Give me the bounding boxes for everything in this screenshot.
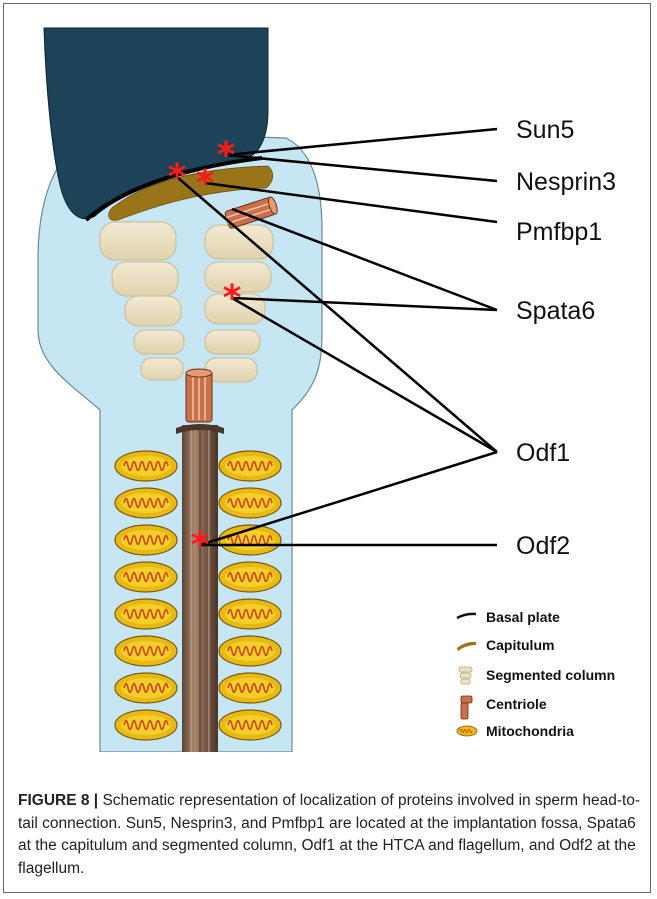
label-odf1: Odf1 xyxy=(516,439,570,467)
distal-centriole xyxy=(186,369,212,422)
marker-odf1-head: * xyxy=(168,157,187,198)
segmented-column-legend-icon xyxy=(459,667,472,684)
mitochondria-legend-icon xyxy=(457,726,477,736)
flagellum xyxy=(176,424,224,755)
legend-label-segmented-column: Segmented column xyxy=(486,667,615,683)
marker-odf2-odf1: * xyxy=(191,525,210,566)
legend: Basal plate Capitulum Segmented column C… xyxy=(457,609,615,739)
htca-diagram: * * * * * Sun5 Nesprin3 Pmfbp1 Spata6 Od… xyxy=(0,0,657,780)
marker-pmfbp1: * xyxy=(196,163,215,204)
figure-caption: FIGURE 8 | Schematic representation of l… xyxy=(18,790,643,880)
legend-label-capitulum: Capitulum xyxy=(486,637,554,653)
capitulum-legend-icon xyxy=(457,642,476,651)
svg-text:*: * xyxy=(191,525,210,566)
caption-label: FIGURE 8 | xyxy=(18,792,98,809)
label-odf2: Odf2 xyxy=(516,532,570,560)
svg-text:*: * xyxy=(223,278,242,319)
basal-plate-legend-icon xyxy=(457,614,476,618)
legend-label-basal-plate: Basal plate xyxy=(486,609,560,625)
label-spata6: Spata6 xyxy=(516,297,595,325)
label-nesprin3: Nesprin3 xyxy=(516,168,616,196)
marker-spata6-odf1: * xyxy=(223,278,242,319)
caption-text: Schematic representation of localization… xyxy=(18,792,640,877)
svg-text:*: * xyxy=(168,157,187,198)
legend-label-centriole: Centriole xyxy=(486,696,547,712)
legend-label-mitochondria: Mitochondria xyxy=(486,723,574,739)
centriole-legend-icon xyxy=(461,696,472,719)
cytoplasm-region xyxy=(38,132,322,752)
label-sun5: Sun5 xyxy=(516,116,574,144)
svg-text:*: * xyxy=(217,135,236,176)
marker-sun5-nesprin3: * xyxy=(217,135,236,176)
label-pmfbp1: Pmfbp1 xyxy=(516,218,602,246)
svg-text:*: * xyxy=(196,163,215,204)
